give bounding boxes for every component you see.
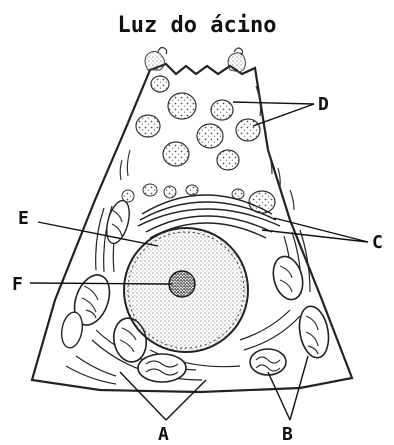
label-e: E: [18, 208, 29, 229]
label-b: B: [282, 424, 293, 445]
nucleolus: [169, 271, 195, 297]
nucleus: [124, 228, 248, 352]
zymogen-granules: [122, 76, 275, 213]
diagram-title: Luz do ácino: [118, 13, 277, 38]
label-f: F: [12, 274, 23, 295]
label-d: D: [318, 94, 329, 115]
label-a: A: [158, 424, 169, 445]
microvilli-tufts: [145, 48, 245, 73]
label-c: C: [372, 232, 383, 253]
